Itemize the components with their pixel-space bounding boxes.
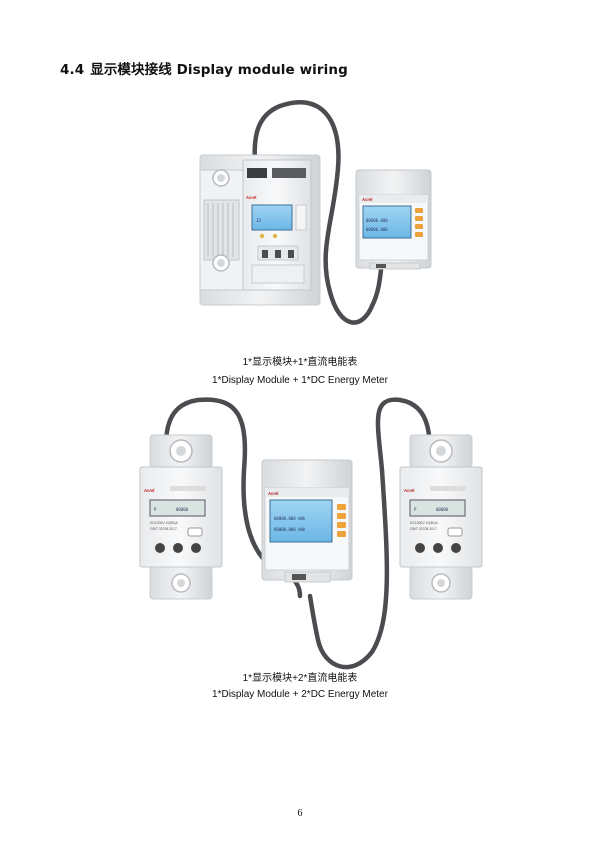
svg-text:GB/T 33708-2017: GB/T 33708-2017 [150,527,177,531]
meter-brand-2: Acrel [144,488,154,493]
display-module-2: Acrel 00000.000 kWh 00000.000 kWh [261,459,353,583]
svg-text:00000.000 kWh: 00000.000 kWh [274,516,306,521]
svg-text:00000.000: 00000.000 [366,218,388,223]
page-number: 6 [297,808,303,819]
svg-text:GB/T 33708-2017: GB/T 33708-2017 [410,527,437,531]
display-brand-1: Acrel [362,197,372,202]
cable-3 [307,397,433,670]
display-module-1: Acrel 00000.000 00000.000 [355,169,432,270]
figure-2: Acrel P 00000 DC1000V 10(80)A GB/T 33708… [139,397,483,670]
cable-1 [252,100,385,325]
dc-energy-meter-2: Acrel P 00000 DC1000V 10(80)A GB/T 33708… [139,434,223,600]
svg-text:P: P [154,507,157,512]
figure-1-caption-cn: 1*显示模块+1*直流电能表 [242,357,358,368]
display-brand-2: Acrel [268,491,278,496]
figure-2-caption-cn: 1*显示模块+2*直流电能表 [242,673,358,684]
svg-text:DC1000V 10(80)A: DC1000V 10(80)A [150,521,178,525]
section-heading: 4.4 显示模块接线 Display module wiring [60,58,348,78]
svg-text:00000.000: 00000.000 [366,227,388,232]
svg-text:13: 13 [256,218,261,223]
figure-1-caption-en: 1*Display Module + 1*DC Energy Meter [212,375,388,386]
svg-text:00000: 00000 [176,507,189,512]
meter-brand-3: Acrel [404,488,414,493]
dc-energy-meter-3: Acrel P 00000 DC1000V 10(80)A GB/T 33708… [399,434,483,600]
svg-text:00000: 00000 [436,507,449,512]
section-title: 显示模块接线 Display module wiring [90,62,348,78]
svg-text:00000.000 kWh: 00000.000 kWh [274,527,306,532]
svg-text:P: P [414,507,417,512]
figure-1: Acrel 13 Acrel 00000.000 00000.000 [199,100,432,325]
section-number: 4.4 [60,62,85,78]
figure-2-caption-en: 1*Display Module + 2*DC Energy Meter [212,689,388,700]
dc-energy-meter-1: Acrel 13 [199,154,321,306]
svg-text:DC1000V 10(80)A: DC1000V 10(80)A [410,521,438,525]
svg-text:Acrel: Acrel [246,195,256,200]
